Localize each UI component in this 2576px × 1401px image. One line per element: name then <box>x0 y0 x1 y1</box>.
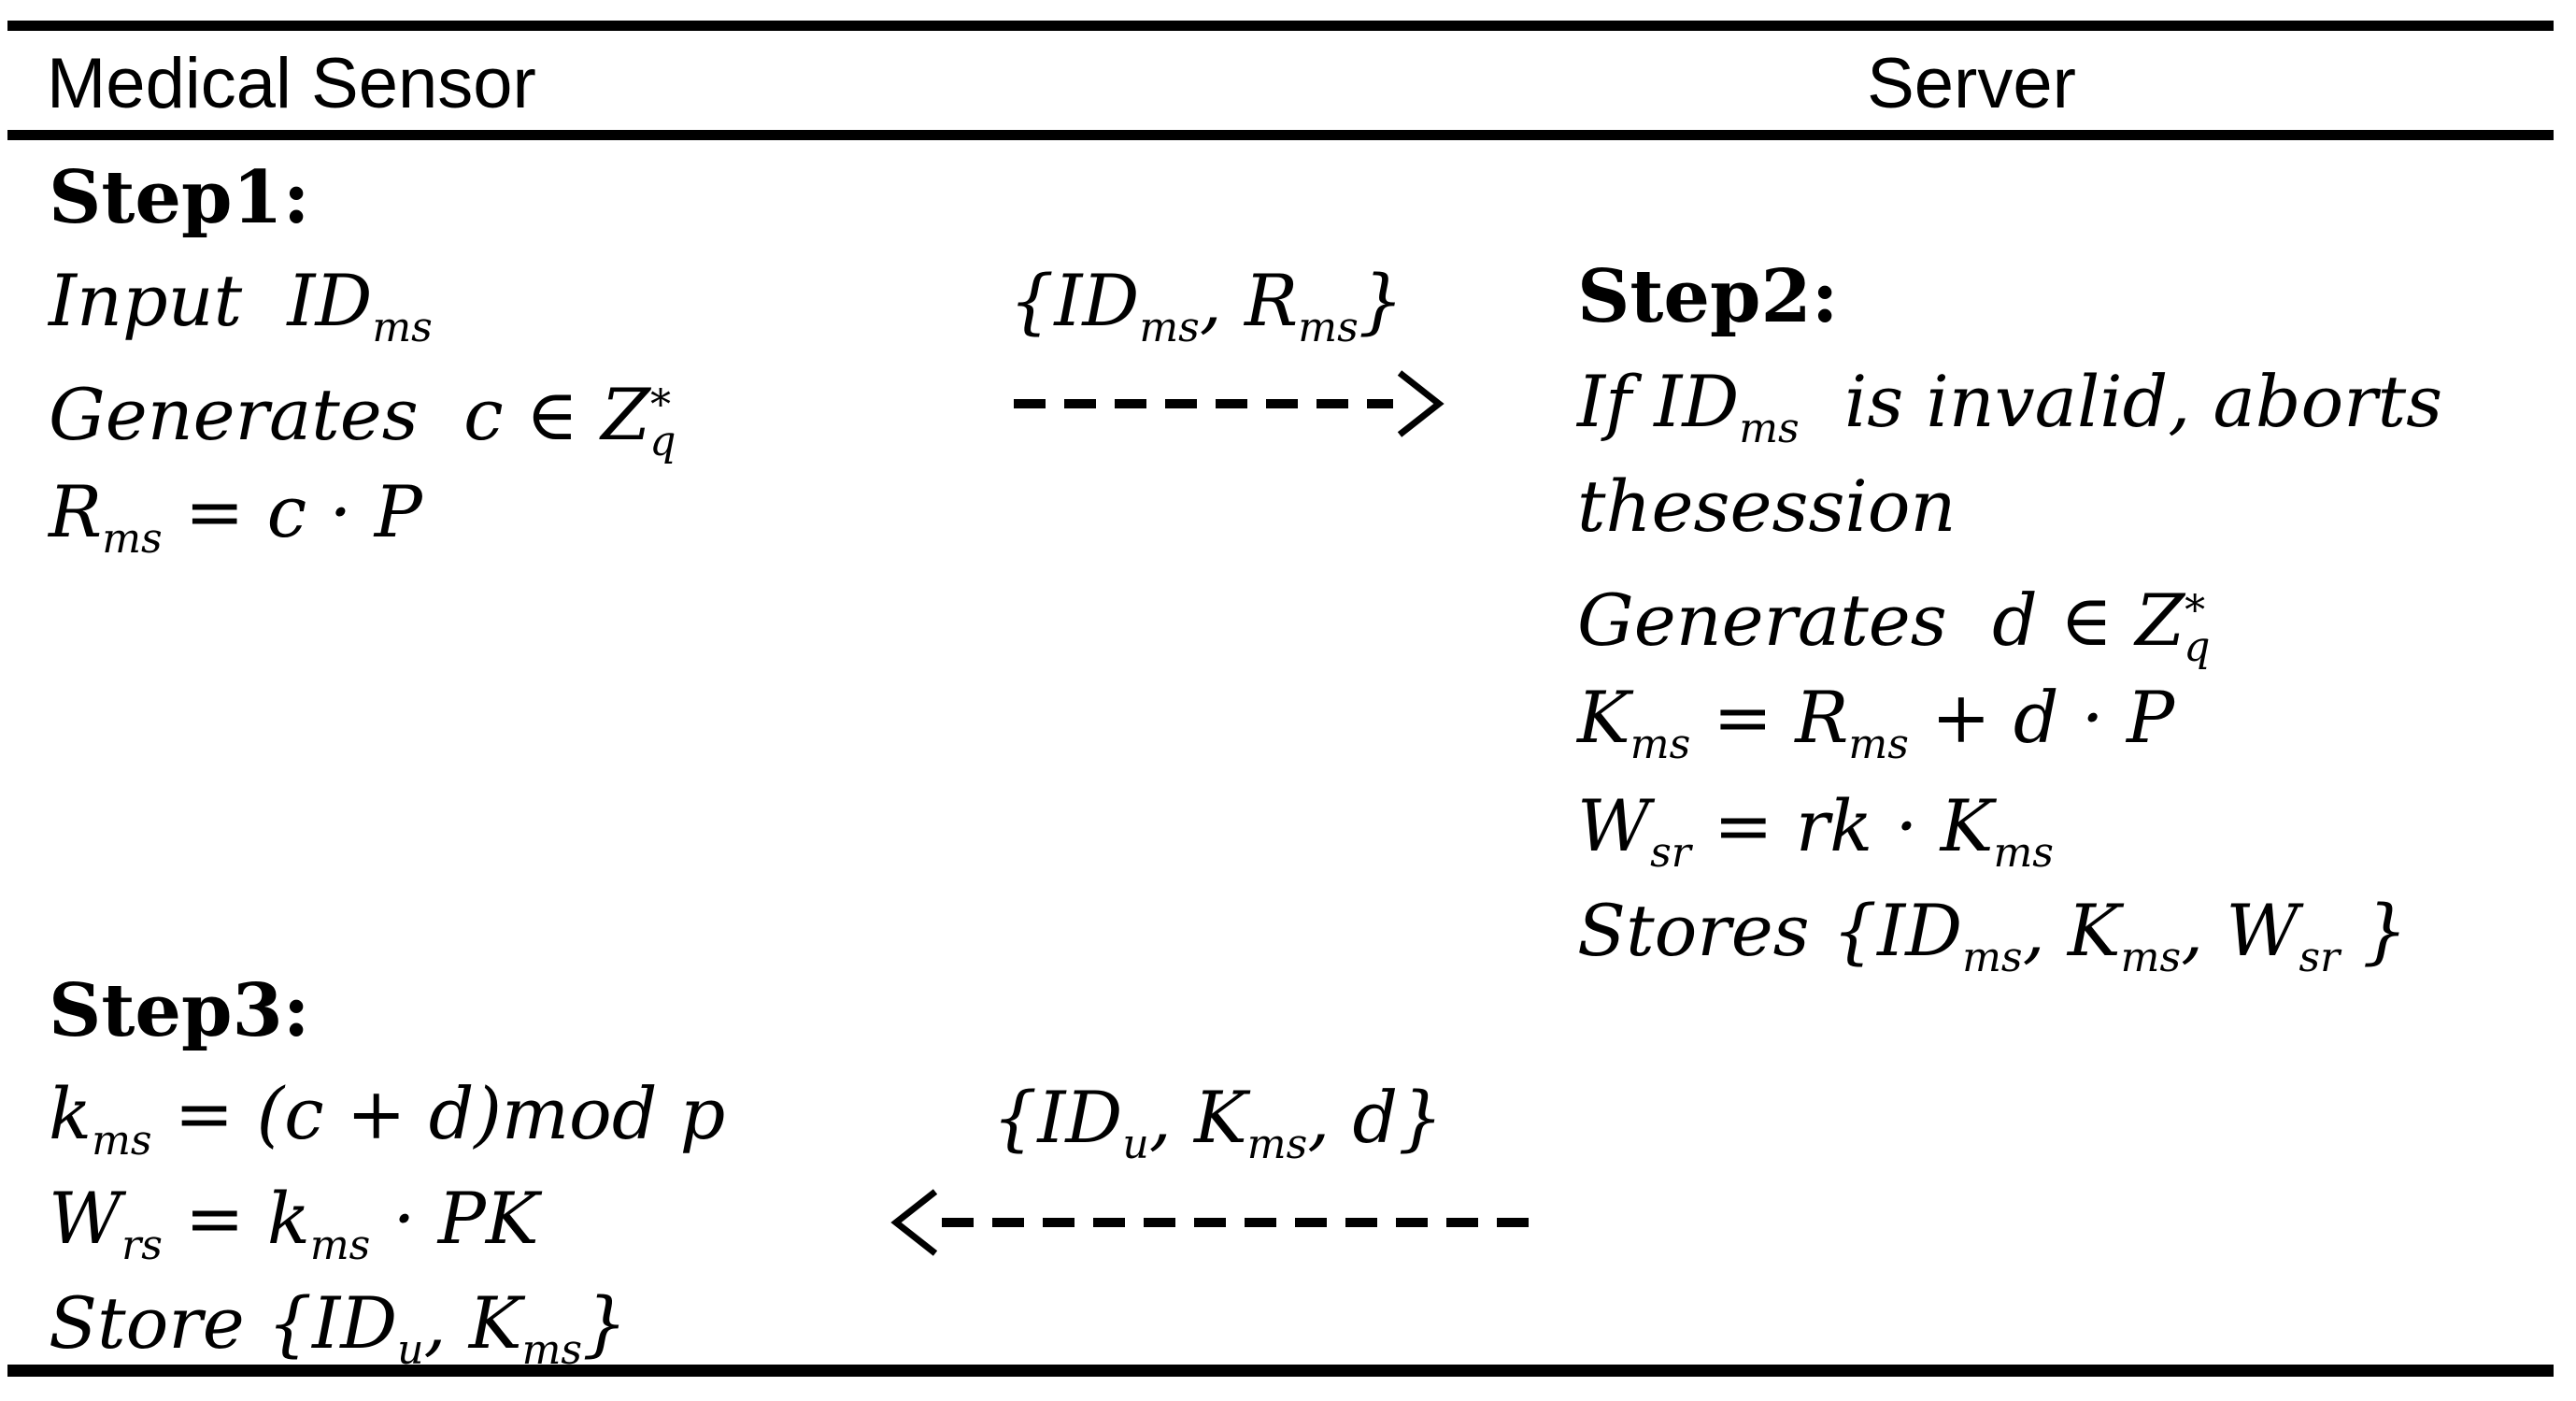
server-line-generates-d: Generates d ∈ Z*q <box>1577 579 2211 671</box>
sensor-line-kms: kms = (c + d)mod p <box>49 1072 726 1165</box>
dashed-line <box>1014 399 1393 408</box>
party-medical-sensor: Medical Sensor <box>47 44 536 123</box>
server-line-stores: Stores {IDms, Kms, Wsr } <box>1577 889 2408 981</box>
step1-label: Step1: <box>49 155 310 240</box>
step3-label: Step3: <box>49 968 310 1053</box>
server-line-kms: Kms = Rms + d · P <box>1577 676 2175 768</box>
top-rule <box>7 21 2554 31</box>
header-rule <box>7 130 2554 140</box>
sensor-line-generates-c: Generates c ∈ Z*q <box>49 373 676 465</box>
server-line-wsr: Wsr = rk · Kms <box>1577 784 2054 877</box>
dashed-line <box>942 1218 1536 1227</box>
message2-payload: {IDu, Kms, d} <box>992 1076 1444 1168</box>
step2-label: Step2: <box>1577 254 1839 339</box>
arrowhead-left-icon <box>890 1189 938 1256</box>
party-server: Server <box>1867 44 2076 123</box>
server-line-thesession: thesession <box>1577 465 1957 548</box>
sensor-line-wrs: Wrs = kms · PK <box>49 1177 539 1269</box>
message1-payload: {IDms, Rms} <box>1009 259 1404 351</box>
sensor-line-store: Store {IDu, Kms} <box>49 1281 628 1374</box>
sensor-line-rms: Rms = c · P <box>49 470 422 563</box>
server-line-if-invalid: If IDms is invalid, aborts <box>1577 360 2443 452</box>
arrowhead-right-icon <box>1397 370 1445 437</box>
message2-arrow-left <box>890 1185 1536 1260</box>
sensor-line-input-id: Input IDms <box>49 259 433 351</box>
bottom-rule <box>7 1365 2554 1377</box>
message1-arrow-right <box>1014 366 1445 441</box>
